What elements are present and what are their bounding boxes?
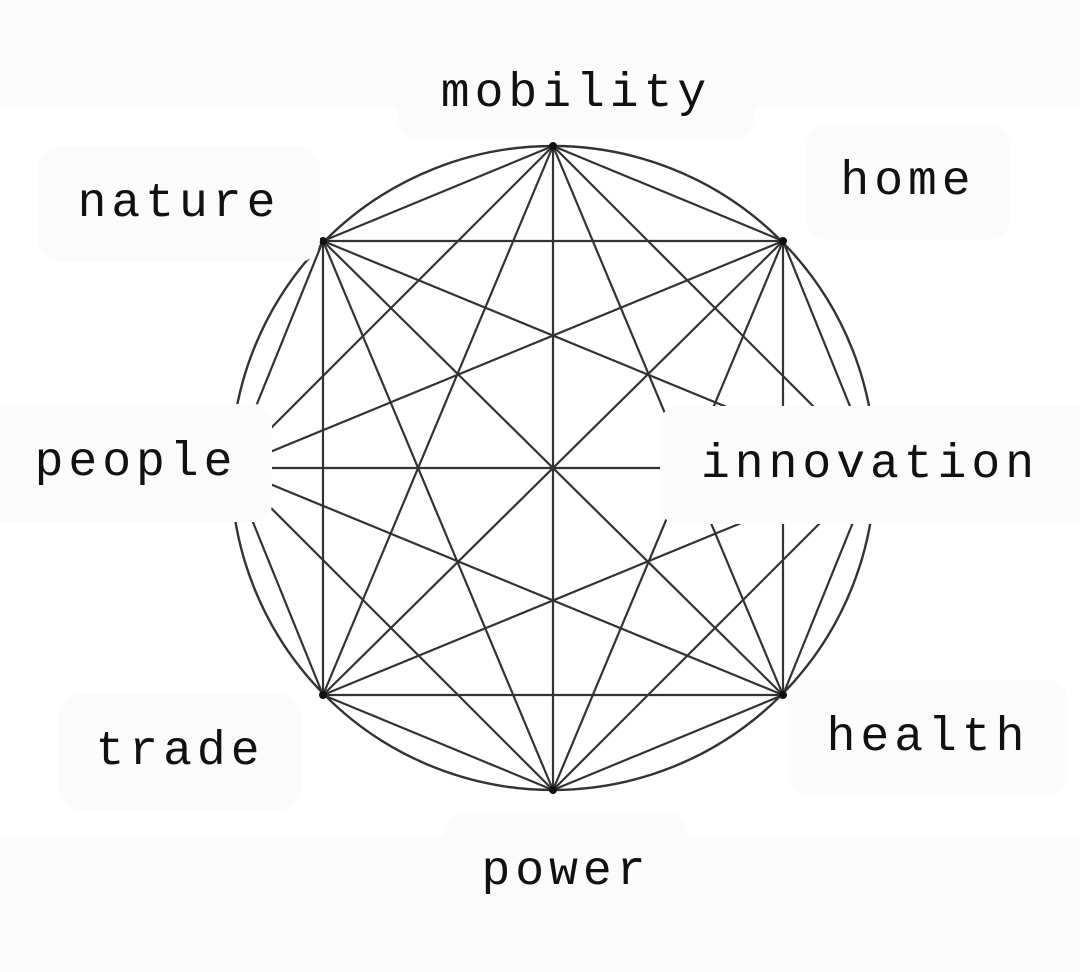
node-label-nature: nature [38,146,320,262]
node-label-nature-text: nature [77,177,281,231]
node-vertex-health [779,691,787,699]
node-label-people: people [0,404,272,522]
node-vertex-power [549,786,557,794]
node-label-health-text: health [826,711,1030,765]
edge-mobility-home [551,144,785,243]
node-vertex-home [779,237,787,245]
node-label-mobility: mobility [398,48,754,140]
edge-power-nature [321,239,555,792]
node-label-home: home [806,124,1010,240]
edge-mobility-trade [321,144,555,697]
node-label-power: power [444,812,688,932]
node-label-home-text: home [840,155,976,209]
edge-health-power [551,693,785,792]
edge-mobility-nature [321,144,555,243]
node-label-health: health [788,680,1068,796]
edge-power-people [229,466,555,792]
node-label-innovation-text: innovation [700,438,1040,492]
edge-mobility-people [229,144,555,470]
node-label-innovation: innovation [660,406,1080,524]
node-vertex-nature [319,237,327,245]
node-vertex-trade [319,691,327,699]
edge-health-nature [321,239,785,697]
edge-power-trade [321,693,555,792]
node-label-mobility-text: mobility [440,67,712,121]
node-label-people-text: people [34,436,238,490]
node-vertex-mobility [549,142,557,150]
node-label-trade: trade [58,694,302,810]
node-label-trade-text: trade [95,725,265,779]
node-label-power-text: power [481,845,651,899]
